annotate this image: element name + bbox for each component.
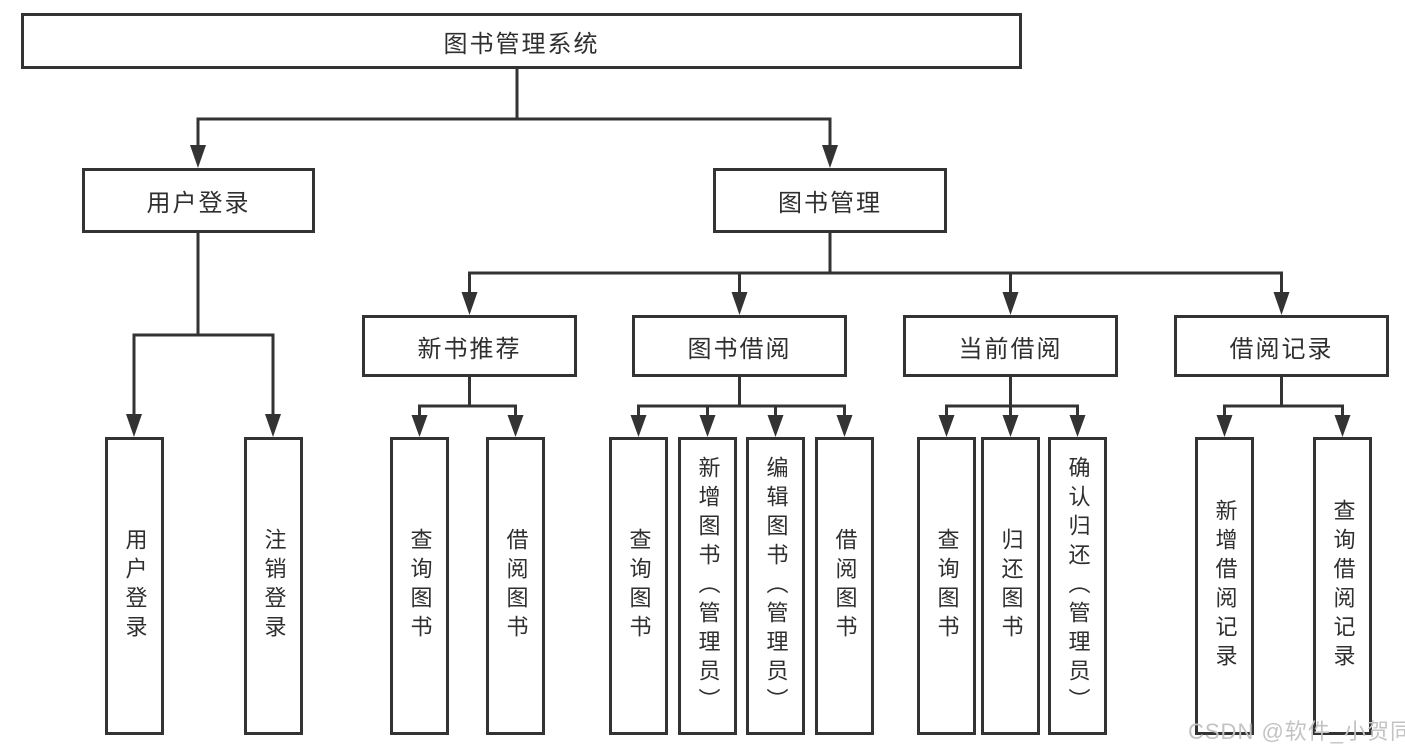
arrowhead xyxy=(411,415,428,437)
node-current-borrow: 当前借阅 xyxy=(903,315,1118,377)
node-book-management: 图书管理 xyxy=(713,168,947,233)
leaf-records-query-record: 查询借阅记录 xyxy=(1313,437,1372,735)
arrowhead xyxy=(461,292,478,315)
arrowhead xyxy=(731,292,748,315)
leaf-current-confirm-return-admin: 确认归还（管理员） xyxy=(1048,437,1107,735)
leaf-borrow-query-books: 查询图书 xyxy=(609,437,668,735)
arrowhead xyxy=(938,415,955,437)
leaf-current-query-books: 查询图书 xyxy=(917,437,976,735)
arrowhead xyxy=(1216,415,1233,437)
node-user-login: 用户登录 xyxy=(82,168,315,233)
leaf-records-add-record: 新增借阅记录 xyxy=(1195,437,1254,735)
arrowhead xyxy=(190,145,206,168)
leaf-newbook-query-books: 查询图书 xyxy=(390,437,449,735)
connector-user-login-to-leaves xyxy=(132,233,275,416)
connector-root-to-level2 xyxy=(196,69,832,147)
leaf-logout: 注销登录 xyxy=(244,437,303,735)
arrowhead xyxy=(699,415,716,437)
arrowhead xyxy=(1069,415,1086,437)
arrowhead xyxy=(126,414,142,437)
arrowhead xyxy=(767,415,784,437)
connector-book-borrow-to-leaves xyxy=(637,377,846,417)
arrowhead xyxy=(265,414,281,437)
leaf-borrow-add-books-admin: 新增图书（管理员） xyxy=(678,437,737,735)
leaf-newbook-borrow-books: 借阅图书 xyxy=(486,437,545,735)
connector-book-mgmt-to-level3 xyxy=(468,233,1283,293)
arrowhead xyxy=(1334,415,1351,437)
arrowhead xyxy=(836,415,853,437)
arrowhead xyxy=(630,415,647,437)
arrowhead xyxy=(1273,292,1290,315)
leaf-current-return-books: 归还图书 xyxy=(981,437,1040,735)
connector-borrow-records-to-leaves xyxy=(1223,377,1344,417)
leaf-borrow-edit-books-admin: 编辑图书（管理员） xyxy=(746,437,805,735)
node-root: 图书管理系统 xyxy=(21,13,1022,69)
node-book-borrow: 图书借阅 xyxy=(632,315,847,377)
node-borrow-records: 借阅记录 xyxy=(1174,315,1389,377)
csdn-watermark: CSDN @软件_小贺同学 xyxy=(1188,719,1405,744)
node-new-book-recommend: 新书推荐 xyxy=(362,315,577,377)
arrowhead xyxy=(507,415,524,437)
arrowhead xyxy=(1002,292,1019,315)
connector-new-books-to-leaves xyxy=(418,377,517,417)
arrowhead xyxy=(1002,415,1019,437)
leaf-borrow-borrow-books: 借阅图书 xyxy=(815,437,874,735)
connector-current-borrow-to-leaves xyxy=(945,377,1079,417)
leaf-user-login: 用户登录 xyxy=(105,437,164,735)
arrowhead xyxy=(822,145,838,168)
